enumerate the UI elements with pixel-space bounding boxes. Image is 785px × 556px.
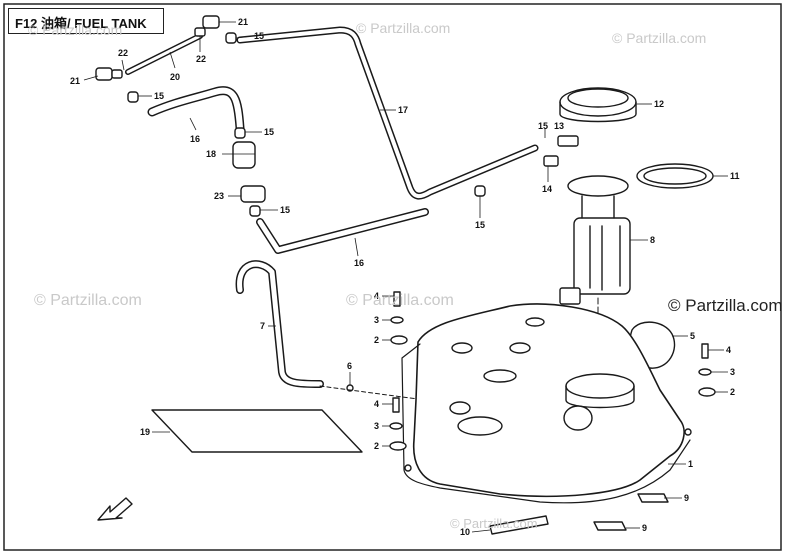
front-direction-arrow	[97, 497, 133, 521]
part-15-clip-mid	[234, 127, 246, 139]
callout-4: 4	[374, 291, 379, 301]
callout-2: 2	[730, 387, 735, 397]
callout-12: 12	[654, 99, 664, 109]
callout-20: 20	[170, 72, 180, 82]
callout-13: 13	[554, 121, 564, 131]
callout-11: 11	[730, 171, 740, 181]
diagram-border	[3, 3, 782, 551]
part-23-fitting	[240, 185, 266, 203]
watermark: © Partzilla.com	[450, 516, 538, 531]
part-10-pad	[489, 515, 549, 535]
mount-hardware-right	[698, 343, 716, 397]
part-1-sender-port	[449, 401, 471, 415]
callout-22: 22	[196, 54, 206, 64]
callout-16: 16	[190, 134, 200, 144]
diagram-title-box: F12 油箱/ FUEL TANK	[8, 8, 164, 34]
part-18-fuel-filter	[232, 141, 256, 169]
part-8-pump-flange	[567, 175, 629, 197]
callout-4: 4	[726, 345, 731, 355]
callout-15: 15	[254, 31, 264, 41]
watermark: © Partzilla.com	[668, 296, 783, 315]
part-15-clip-top	[225, 32, 237, 44]
part-1-filler-neck	[565, 373, 635, 399]
callout-9: 9	[642, 523, 647, 533]
watermark: © Partzilla.com	[28, 22, 123, 38]
callout-3: 3	[374, 421, 379, 431]
callout-6: 6	[347, 361, 352, 371]
watermark: © Partzilla.com	[356, 20, 451, 36]
callout-15: 15	[280, 205, 290, 215]
watermark: © Partzilla.com	[612, 30, 707, 46]
callout-5: 5	[690, 331, 695, 341]
callout-18: 18	[206, 149, 216, 159]
part-15-clip-left	[127, 91, 139, 103]
callout-2: 2	[374, 335, 379, 345]
leader-lines	[83, 21, 728, 533]
callout-labels: 21 15 22 20 22 21 15 17 16 15 12 15 13 1…	[70, 17, 740, 537]
part-22-clamp-left	[111, 69, 123, 79]
diagram-title: F12 油箱/ FUEL TANK	[15, 16, 147, 31]
part-9-pad-right	[637, 493, 669, 503]
callout-4: 4	[374, 399, 379, 409]
mount-hardware-upper	[390, 291, 408, 345]
callout-7: 7	[260, 321, 265, 331]
callout-16: 16	[354, 258, 364, 268]
callout-15: 15	[475, 220, 485, 230]
callout-9: 9	[684, 493, 689, 503]
parts-drawing	[95, 15, 716, 535]
callout-10: 10	[460, 527, 470, 537]
part-13-connector	[557, 135, 579, 147]
callout-15: 15	[264, 127, 274, 137]
part-14-connector	[543, 155, 559, 167]
callout-2: 2	[374, 441, 379, 451]
callout-21: 21	[70, 76, 80, 86]
callout-22: 22	[118, 48, 128, 58]
callout-23: 23	[214, 191, 224, 201]
callout-19: 19	[140, 427, 150, 437]
part-1-fuel-tank	[412, 303, 685, 498]
callout-15: 15	[154, 91, 164, 101]
watermark: © Partzilla.com	[34, 292, 142, 309]
callout-15: 15	[538, 121, 548, 131]
callout-8: 8	[650, 235, 655, 245]
callout-14: 14	[542, 184, 552, 194]
part-19-pad	[151, 409, 363, 453]
part-21-fitting-top	[202, 15, 220, 29]
callout-3: 3	[730, 367, 735, 377]
callout-21: 21	[238, 17, 248, 27]
part-9-pad-bottom	[593, 521, 627, 531]
part-17-breather-hose	[236, 26, 539, 200]
part-15-clip-right	[474, 185, 486, 197]
part-21-fitting-left	[95, 67, 113, 81]
callout-17: 17	[398, 105, 408, 115]
watermark: © Partzilla.com	[346, 292, 454, 309]
callout-3: 3	[374, 315, 379, 325]
part-15-clip-low	[249, 205, 261, 217]
callout-1: 1	[688, 459, 693, 469]
part-22-clamp-top	[194, 27, 206, 37]
